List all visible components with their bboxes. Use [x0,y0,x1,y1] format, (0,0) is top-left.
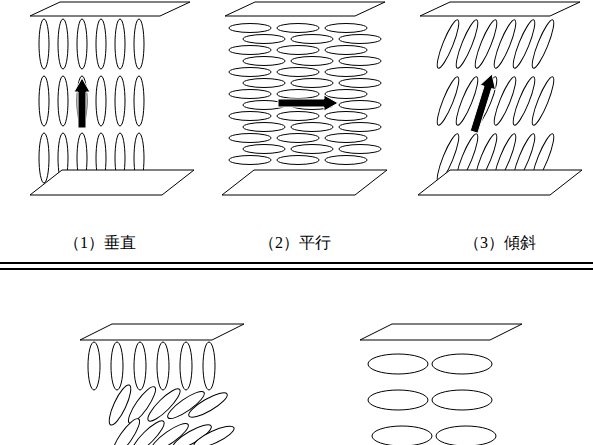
liquid-crystal-molecule [277,46,319,55]
separator-line [0,262,593,264]
liquid-crystal-molecule [229,112,271,121]
liquid-crystal-molecule [229,156,271,165]
liquid-crystal-molecule [339,57,381,66]
liquid-crystal-molecule [39,19,49,69]
liquid-crystal-molecule [291,35,333,44]
liquid-crystal-molecule [432,354,492,374]
liquid-crystal-molecule [229,46,271,55]
glass-plate [30,2,190,16]
panel-caption: （3）傾斜 [462,233,538,254]
liquid-crystal-molecule [529,75,558,127]
liquid-crystal-molecule [277,90,319,99]
glass-plate [222,170,387,195]
liquid-crystal-molecule [291,145,333,154]
liquid-crystal-molecule [325,24,367,33]
liquid-crystal-molecule [96,76,106,126]
liquid-crystal-molecule [339,79,381,88]
liquid-crystal-molecule [229,90,271,99]
liquid-crystal-molecule [339,145,381,154]
liquid-crystal-molecule [229,68,271,77]
liquid-crystal-molecule [243,35,285,44]
liquid-crystal-molecule [339,101,381,110]
liquid-crystal-molecule [436,426,496,445]
liquid-crystal-molecule [134,342,146,390]
liquid-crystal-molecule [243,123,285,132]
liquid-crystal-molecule [243,79,285,88]
liquid-crystal-molecule [96,19,106,69]
liquid-crystal-molecule [339,35,381,44]
liquid-crystal-molecule [325,68,367,77]
separator-line [0,268,593,270]
glass-plate [360,324,522,340]
liquid-crystal-molecule [229,134,271,143]
liquid-crystal-molecule [111,342,123,390]
liquid-crystal-molecule [325,90,367,99]
liquid-crystal-molecule [77,19,87,69]
liquid-crystal-molecule [229,24,271,33]
liquid-crystal-molecule [180,342,192,390]
liquid-crystal-molecule [134,76,144,126]
liquid-crystal-molecule [325,134,367,143]
liquid-crystal-molecule [277,112,319,121]
liquid-crystal-molecule [529,18,558,70]
director-arrow [470,74,495,133]
glass-plate [30,170,194,195]
liquid-crystal-molecule [368,354,428,374]
liquid-crystal-molecule [372,426,432,445]
liquid-crystal-molecule [39,133,49,183]
liquid-crystal-molecule [186,389,230,421]
liquid-crystal-molecule [325,156,367,165]
liquid-crystal-molecule [58,19,68,69]
liquid-crystal-molecule [432,390,492,410]
liquid-crystal-molecule [243,145,285,154]
liquid-crystal-molecule [339,123,381,132]
glass-plate [80,324,244,340]
liquid-crystal-molecule [291,123,333,132]
liquid-crystal-molecule [291,57,333,66]
panel-caption: （1）垂直 [62,233,138,254]
liquid-crystal-molecule [115,19,125,69]
director-arrow [278,95,338,111]
glass-plate [420,2,580,16]
liquid-crystal-molecule [203,342,215,390]
liquid-crystal-molecule [134,19,144,69]
liquid-crystal-molecule [192,422,237,445]
liquid-crystal-molecule [115,76,125,126]
liquid-crystal-molecule [325,112,367,121]
glass-plate [225,2,385,16]
glass-plate [418,170,582,195]
liquid-crystal-molecule [277,24,319,33]
liquid-crystal-molecule [368,390,428,410]
liquid-crystal-molecule [277,134,319,143]
liquid-crystal-molecule [157,342,169,390]
liquid-crystal-molecule [325,46,367,55]
panel-caption: （2）平行 [257,233,333,254]
liquid-crystal-molecule [88,342,100,390]
liquid-crystal-molecule [243,57,285,66]
liquid-crystal-molecule [58,76,68,126]
liquid-crystal-molecule [39,76,49,126]
director-arrow [74,78,90,128]
liquid-crystal-molecule [291,79,333,88]
liquid-crystal-molecule [277,156,319,165]
liquid-crystal-molecule [277,68,319,77]
